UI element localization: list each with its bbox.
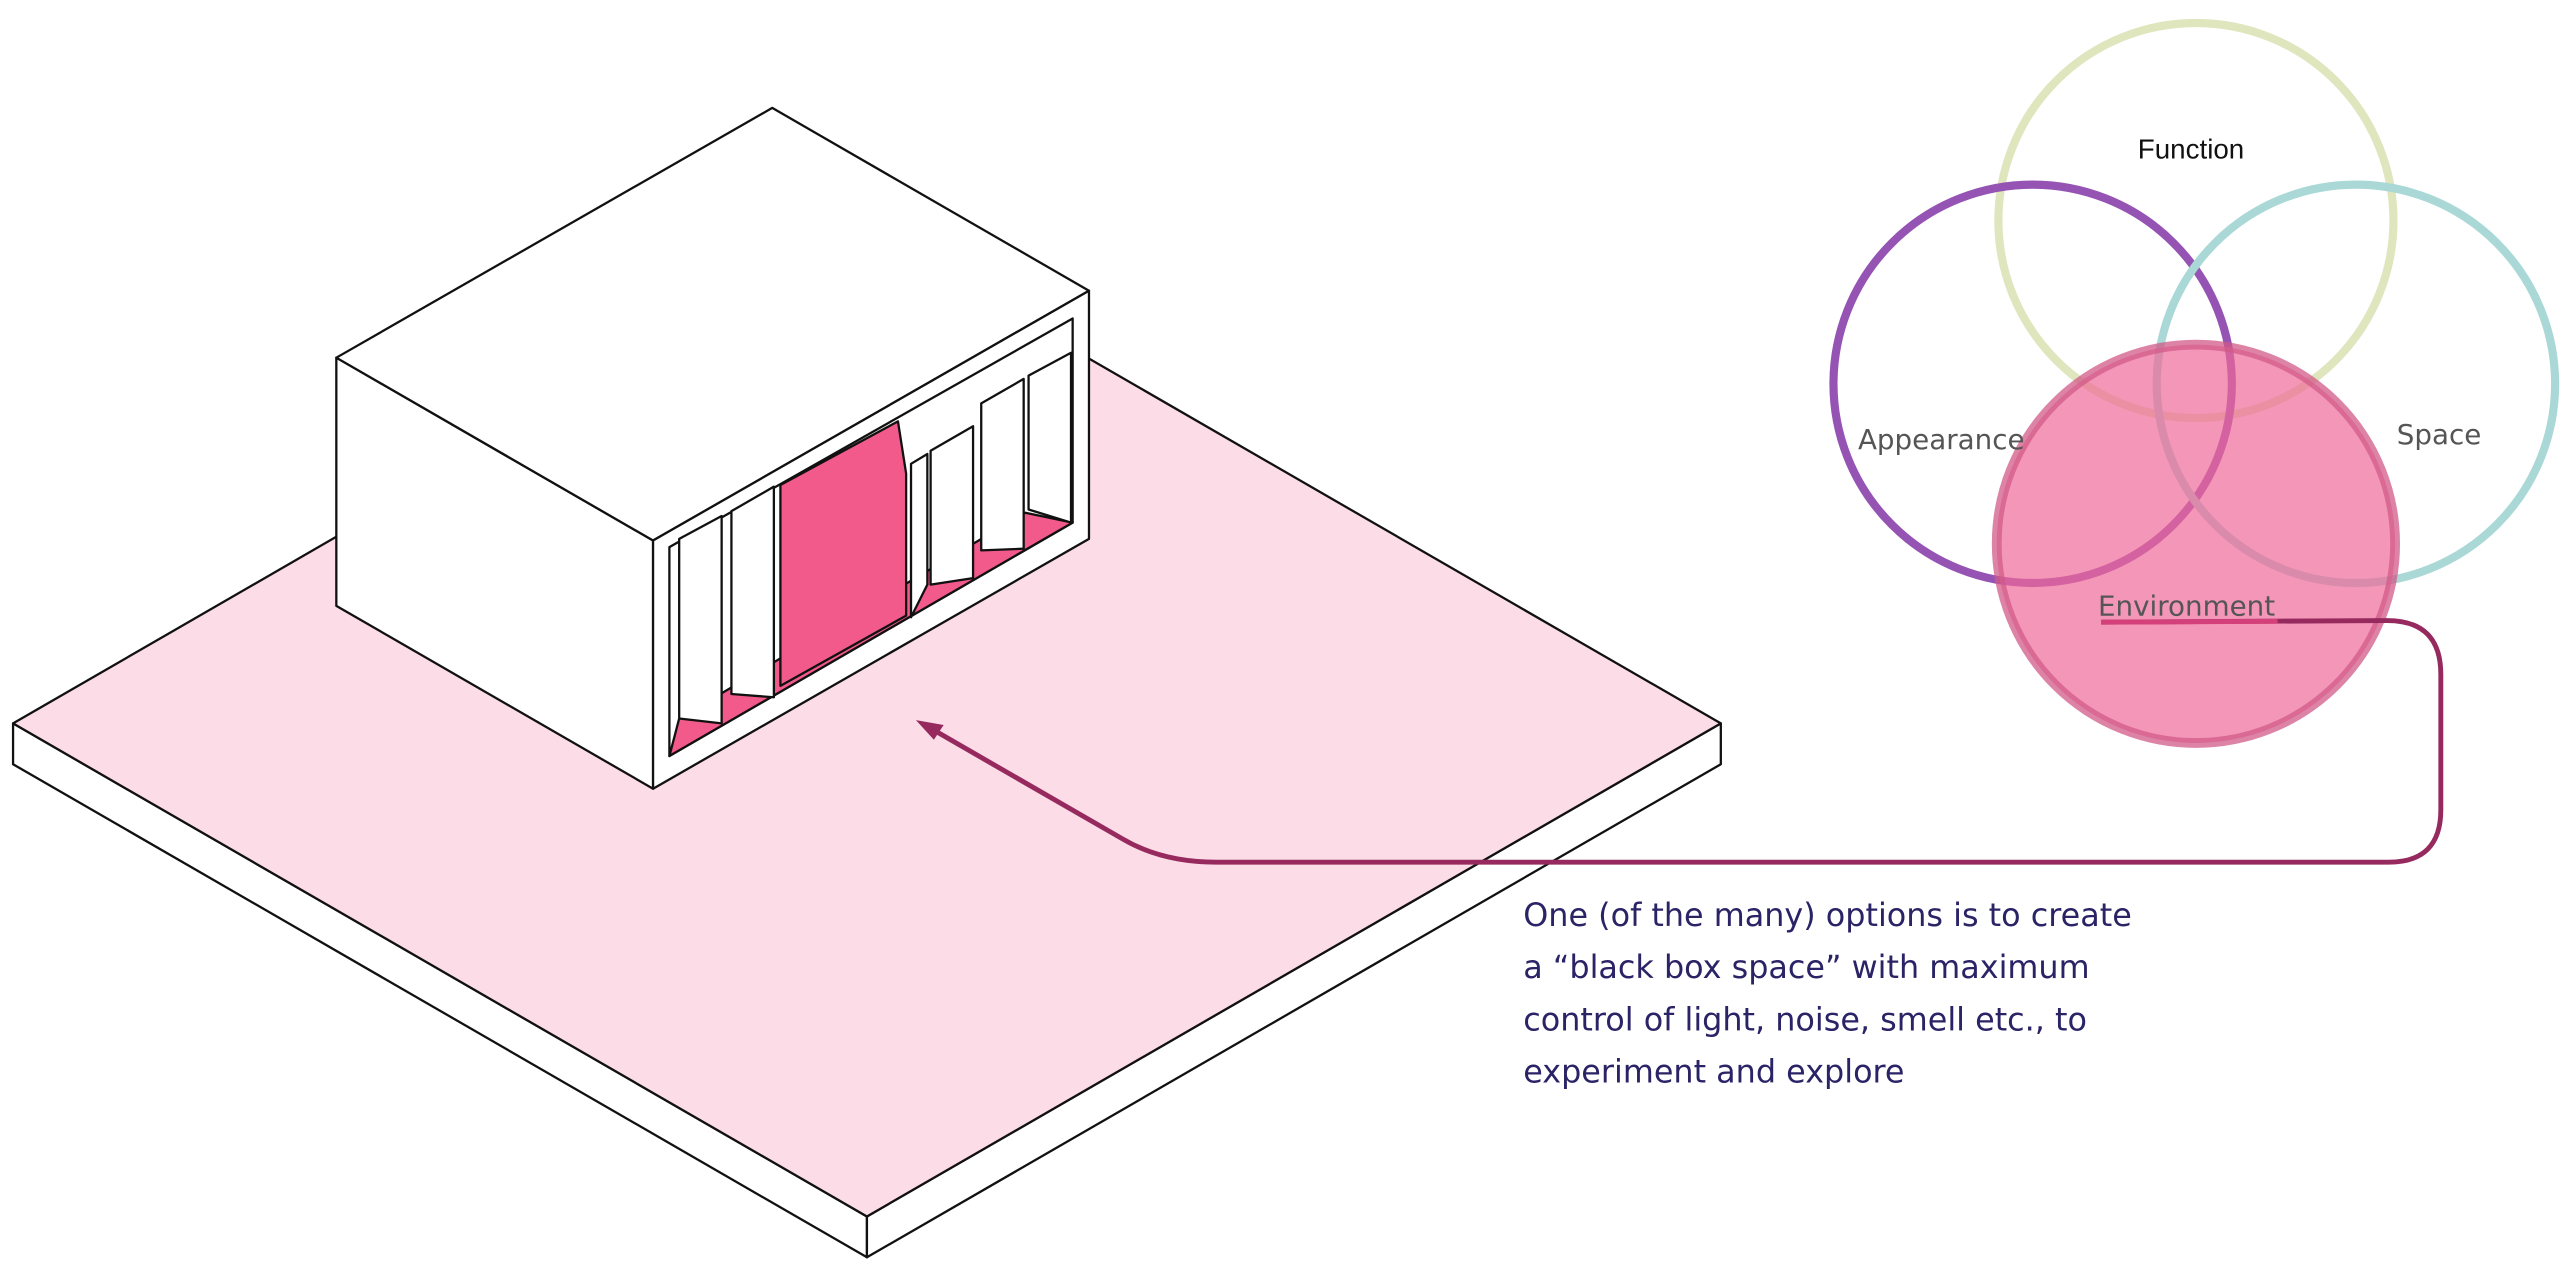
caption: One (of the many) options is to create a… <box>1523 896 2132 1091</box>
isometric-model <box>11 106 1722 1259</box>
panel <box>1027 351 1073 524</box>
environment-label: Environment <box>2098 590 2275 623</box>
panel <box>980 377 1025 552</box>
function-label: Function <box>2138 134 2244 165</box>
caption-line: control of light, noise, smell etc., to <box>1523 1000 2087 1038</box>
space-label: Space <box>2397 418 2482 451</box>
environment-circle <box>1991 339 2400 748</box>
venn-diagram: Function Appearance Space Environment <box>1829 18 2560 748</box>
caption-line: a “black box space” with maximum <box>1523 948 2089 986</box>
caption-line: experiment and explore <box>1523 1053 1904 1091</box>
connector-arrow <box>915 618 2444 865</box>
panel <box>929 425 975 586</box>
curtain-panel <box>779 420 908 687</box>
caption-line: One (of the many) options is to create <box>1523 896 2132 934</box>
panel <box>909 452 929 619</box>
appearance-label: Appearance <box>1858 423 2025 456</box>
arrowhead-icon <box>915 720 944 740</box>
panel <box>678 514 723 725</box>
panel <box>730 485 776 699</box>
